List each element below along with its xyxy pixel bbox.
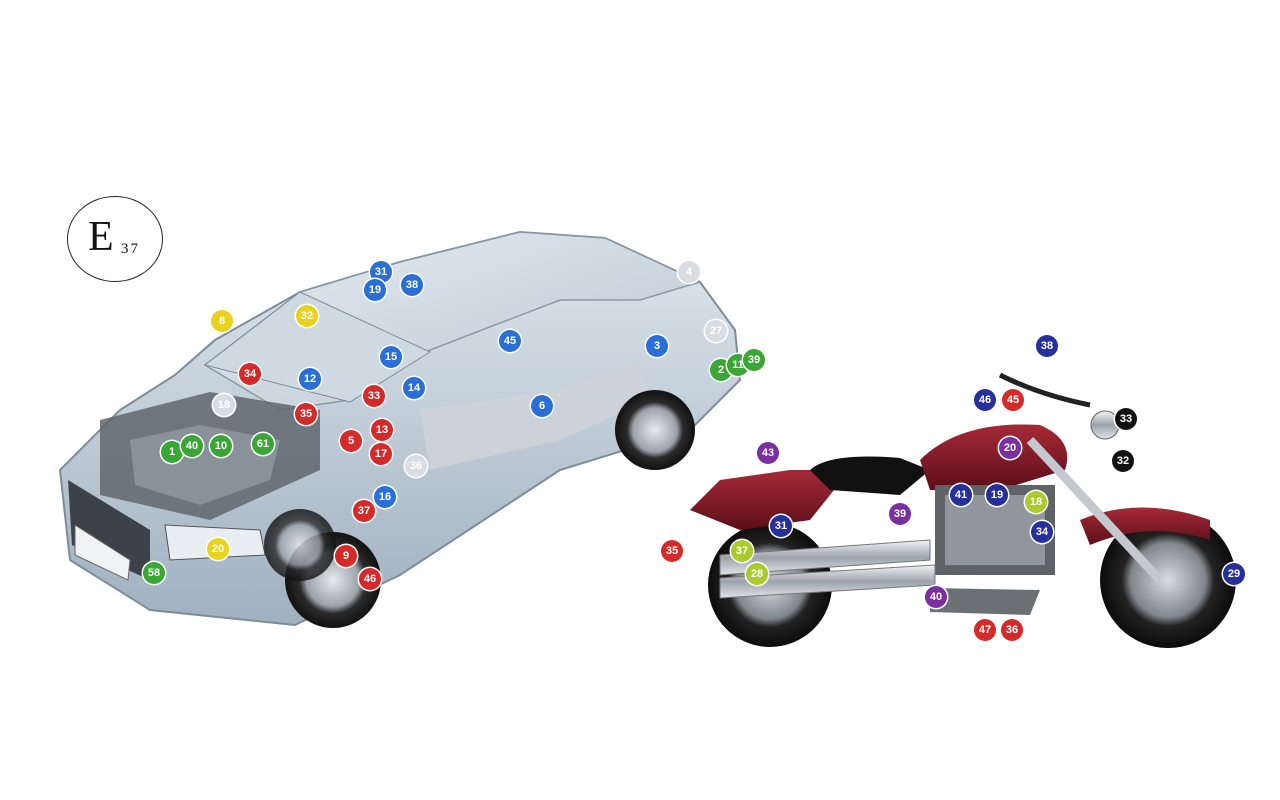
car-callout-27: 27 <box>705 320 727 342</box>
car-callout-37: 37 <box>353 500 375 522</box>
car-callout-45: 45 <box>499 330 521 352</box>
car-callout-17: 17 <box>370 443 392 465</box>
car-callout-31: 31 <box>370 261 392 283</box>
moto-callout-43: 43 <box>757 442 779 464</box>
approval-mark-letter: E <box>88 214 114 260</box>
car-callout-8: 8 <box>211 310 233 332</box>
car-callout-5: 5 <box>340 430 362 452</box>
approval-mark-badge: E 37 <box>67 196 163 282</box>
car-callout-9: 9 <box>335 545 357 567</box>
car-callout-1: 1 <box>161 441 183 463</box>
moto-callout-39: 39 <box>889 503 911 525</box>
car-callout-10: 10 <box>210 435 232 457</box>
moto-callout-46: 46 <box>974 389 996 411</box>
car-callout-2: 2 <box>710 359 732 381</box>
moto-callout-35: 35 <box>661 540 683 562</box>
car-callout-14: 14 <box>403 377 425 399</box>
car-callout-33: 33 <box>363 385 385 407</box>
car-wheels <box>264 390 695 628</box>
car-callout-12: 12 <box>299 368 321 390</box>
moto-callout-40: 40 <box>925 586 947 608</box>
moto-callout-31: 31 <box>770 515 792 537</box>
car-callout-58: 58 <box>143 562 165 584</box>
moto-callout-37: 37 <box>731 540 753 562</box>
car-callout-38: 38 <box>401 274 423 296</box>
car-callout-35: 35 <box>295 403 317 425</box>
car-callout-20: 20 <box>207 538 229 560</box>
moto-callout-19: 19 <box>986 484 1008 506</box>
car-callout-39: 39 <box>743 349 765 371</box>
moto-callout-32: 32 <box>1112 450 1134 472</box>
car-callout-19: 19 <box>364 279 386 301</box>
moto-callout-47: 47 <box>974 619 996 641</box>
car-body <box>58 230 742 627</box>
moto-callout-28: 28 <box>746 563 768 585</box>
car-callout-18: 18 <box>213 394 235 416</box>
car-callout-34: 34 <box>239 363 261 385</box>
moto-callout-45: 45 <box>1002 389 1024 411</box>
car-callout-61: 61 <box>252 433 274 455</box>
car-callout-13: 13 <box>371 419 393 441</box>
moto-callout-33: 33 <box>1115 408 1137 430</box>
car-callout-6: 6 <box>531 395 553 417</box>
car-callout-36: 36 <box>405 455 427 477</box>
car-callout-40: 40 <box>181 435 203 457</box>
car-callout-15: 15 <box>380 346 402 368</box>
moto-callout-20: 20 <box>999 437 1021 459</box>
moto-callout-34: 34 <box>1031 521 1053 543</box>
moto-callout-41: 41 <box>950 484 972 506</box>
moto-callout-29: 29 <box>1223 563 1245 585</box>
approval-mark-number: 37 <box>121 241 140 257</box>
moto-callout-36: 36 <box>1001 619 1023 641</box>
car-callout-3: 3 <box>646 335 668 357</box>
moto-callout-18: 18 <box>1025 491 1047 513</box>
car-callout-46: 46 <box>359 568 381 590</box>
car-callout-32: 32 <box>296 305 318 327</box>
car-callout-16: 16 <box>374 486 396 508</box>
moto-callout-38: 38 <box>1036 335 1058 357</box>
car-callout-4: 4 <box>678 261 700 283</box>
